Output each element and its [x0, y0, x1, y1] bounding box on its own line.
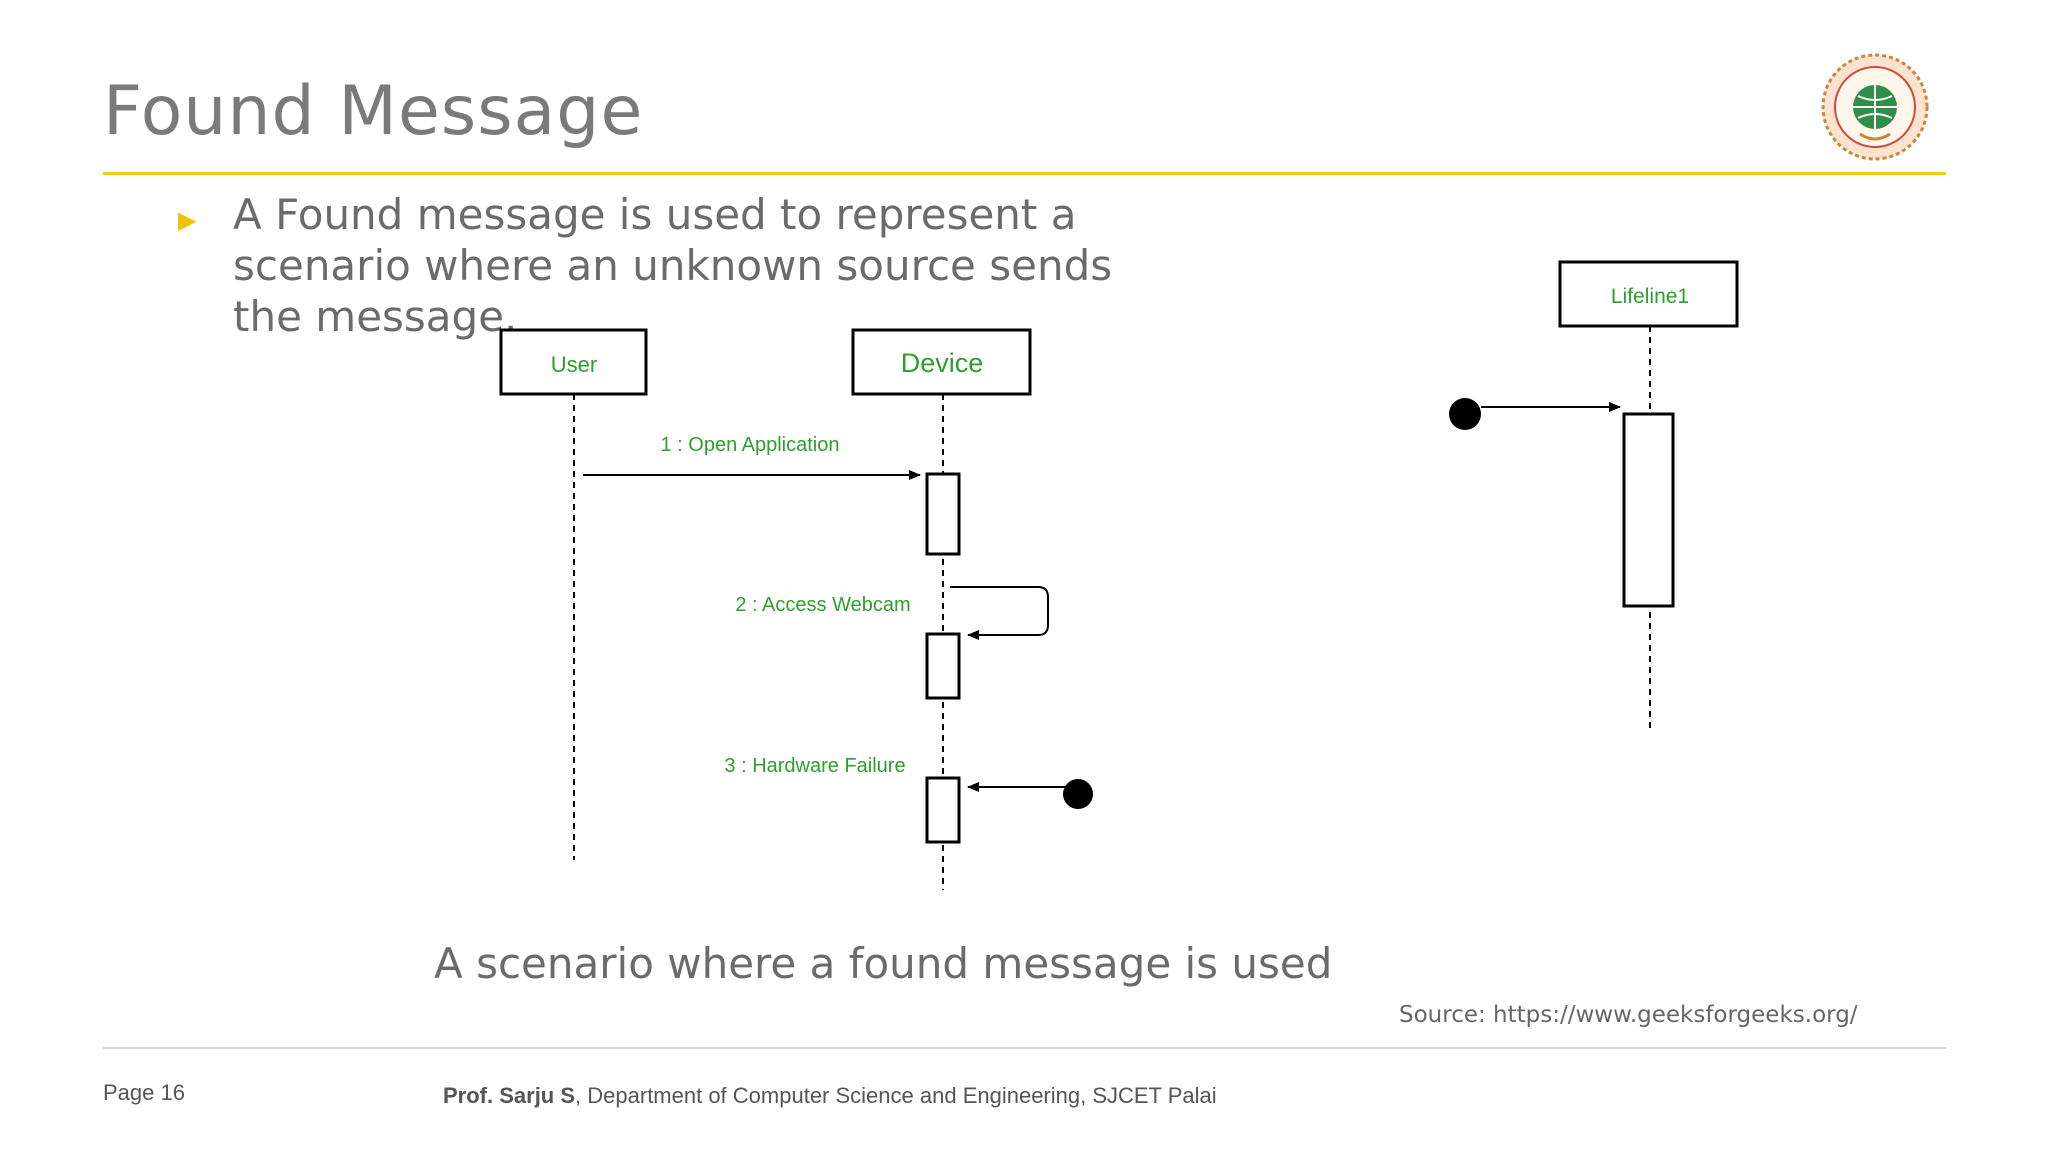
- page-number: Page 16: [103, 1080, 185, 1105]
- slide-title: Found Message: [103, 72, 644, 151]
- lifeline1-box: [1558, 260, 1739, 328]
- bullet-triangle-icon: ▶: [178, 206, 197, 234]
- device-lifeline-label: Device: [901, 348, 984, 378]
- footer-credit: Prof. Sarju S, Department of Computer Sc…: [443, 1083, 1217, 1109]
- diagram-caption: A scenario where a found message is used: [434, 939, 1333, 988]
- message-1-label: 1 : Open Application: [660, 434, 839, 456]
- device-lifeline-box: [851, 328, 1032, 396]
- device-activation-1: [925, 472, 961, 556]
- lifeline1-activation: [1622, 412, 1675, 608]
- user-lifeline-label: User: [551, 352, 597, 377]
- lifeline1-label: Lifeline1: [1611, 285, 1689, 308]
- device-activation-2: [925, 632, 961, 700]
- message-2-label: 2 : Access Webcam: [735, 594, 910, 616]
- device-activation-3: [925, 776, 961, 844]
- title-underline: [103, 172, 1946, 175]
- footer-divider: [103, 1047, 1946, 1049]
- footer-author: Prof. Sarju S: [443, 1083, 576, 1108]
- college-logo-icon: [1821, 53, 1929, 161]
- user-lifeline-box: [499, 328, 648, 396]
- message-2-arrow: [950, 586, 1049, 640]
- bullet-text: A Found message is used to represent a s…: [233, 190, 1113, 341]
- found-message-source-dot-right: [1449, 398, 1481, 430]
- found-message-source-dot: [1063, 779, 1093, 809]
- footer-department: , Department of Computer Science and Eng…: [575, 1083, 1217, 1108]
- message-3-label: 3 : Hardware Failure: [724, 755, 905, 777]
- source-citation: Source: https://www.geeksforgeeks.org/: [1399, 1002, 1858, 1028]
